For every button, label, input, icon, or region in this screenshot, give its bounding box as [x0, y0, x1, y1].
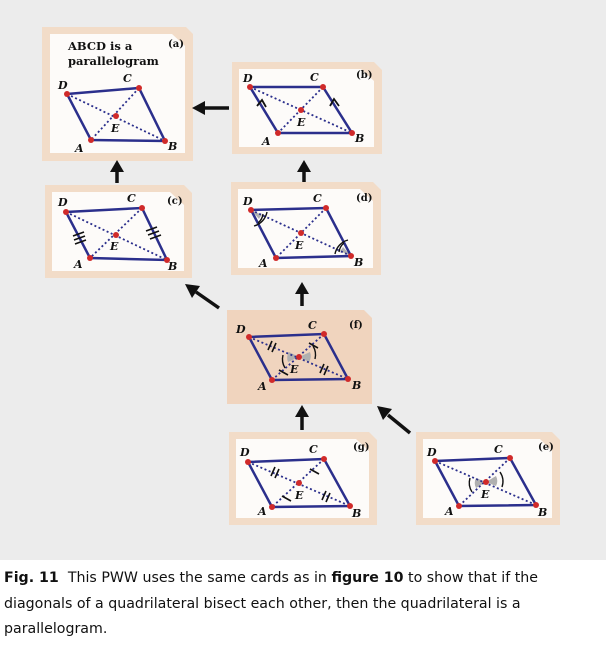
point-label-d: D — [242, 72, 253, 85]
caption-fig-label: Fig. 11 — [4, 570, 59, 586]
figure-caption: Fig. 11 This PWW uses the same cards as … — [4, 566, 594, 643]
card-b-label: (b) — [356, 70, 372, 81]
point-label-b: B — [167, 260, 177, 273]
parallelogram-e — [432, 455, 539, 509]
diagram-figure: ABCD is a parallelogram (a) D C B A E (b… — [0, 0, 606, 560]
card-a: ABCD is a parallelogram (a) D C B A E — [42, 27, 193, 161]
point-label-d: D — [239, 446, 250, 459]
card-g-label: (g) — [353, 442, 369, 453]
caption-text-before: This PWW uses the same cards as in — [67, 570, 332, 586]
arrows — [110, 101, 412, 435]
point-label-b: B — [353, 256, 363, 269]
point-label-b: B — [537, 506, 547, 519]
card-f-label: (f) — [349, 320, 363, 331]
arrow-d-to-b — [297, 160, 311, 182]
point-label-d: D — [57, 196, 68, 209]
point-label-c: C — [308, 319, 317, 332]
parallelogram-d — [248, 205, 354, 261]
point-label-e: E — [109, 240, 119, 253]
point-label-e: E — [294, 489, 304, 502]
card-c-label: (c) — [167, 196, 183, 207]
caption-fig-ref: figure 10 — [331, 570, 404, 586]
card-a-label: (a) — [168, 39, 184, 50]
arrow-g-to-f — [295, 405, 309, 430]
card-e: (e) D C B A E — [416, 432, 560, 525]
point-label-b: B — [351, 507, 361, 520]
point-label-c: C — [309, 443, 318, 456]
point-label-c: C — [127, 192, 136, 205]
caption-text-after: to show that if the diagonals of a quadr… — [4, 570, 539, 637]
pww-diagram: ABCD is a parallelogram (a) D C B A E (b… — [42, 27, 560, 525]
point-label-c: C — [310, 71, 319, 84]
point-label-d: D — [426, 446, 437, 459]
point-label-b: B — [351, 379, 361, 392]
point-label-a: A — [257, 505, 267, 518]
point-label-a: A — [74, 142, 84, 155]
point-label-d: D — [235, 323, 246, 336]
card-d-label: (d) — [356, 193, 372, 204]
point-label-e: E — [289, 363, 299, 376]
parallelogram-g — [245, 456, 353, 510]
point-label-a: A — [258, 257, 268, 270]
point-label-b: B — [354, 132, 364, 145]
arrow-e-to-f — [377, 406, 412, 435]
point-label-c: C — [313, 192, 322, 205]
card-b: (b) D C B A E — [232, 62, 382, 154]
point-label-a: A — [444, 505, 454, 518]
card-c: (c) D C B A E — [45, 185, 192, 278]
parallelogram-c — [63, 205, 170, 263]
point-label-d: D — [57, 79, 68, 92]
card-d: (d) D C B A E — [231, 182, 381, 275]
point-label-e: E — [110, 122, 120, 135]
arrow-f-to-d — [295, 282, 309, 306]
card-e-label: (e) — [538, 442, 554, 453]
point-label-e: E — [480, 488, 490, 501]
point-label-a: A — [257, 380, 267, 393]
parallelogram-b — [247, 84, 355, 136]
point-label-e: E — [294, 239, 304, 252]
point-label-c: C — [123, 72, 132, 85]
point-label-b: B — [167, 140, 177, 153]
card-a-title-line2: parallelogram — [68, 54, 159, 68]
arrow-c-to-a — [110, 160, 124, 183]
point-label-e: E — [296, 116, 306, 129]
parallelogram-f — [246, 331, 351, 383]
point-label-a: A — [73, 258, 83, 271]
card-a-title-line1: ABCD is a — [67, 39, 133, 53]
card-f: (f) D C B A E — [227, 310, 372, 404]
arrow-b-to-a — [192, 101, 229, 115]
arrow-f-to-c — [185, 284, 220, 310]
point-label-c: C — [494, 443, 503, 456]
parallelogram-a — [64, 85, 168, 144]
card-g: (g) D C B A E — [229, 432, 377, 525]
point-label-d: D — [242, 195, 253, 208]
point-label-a: A — [261, 135, 271, 148]
